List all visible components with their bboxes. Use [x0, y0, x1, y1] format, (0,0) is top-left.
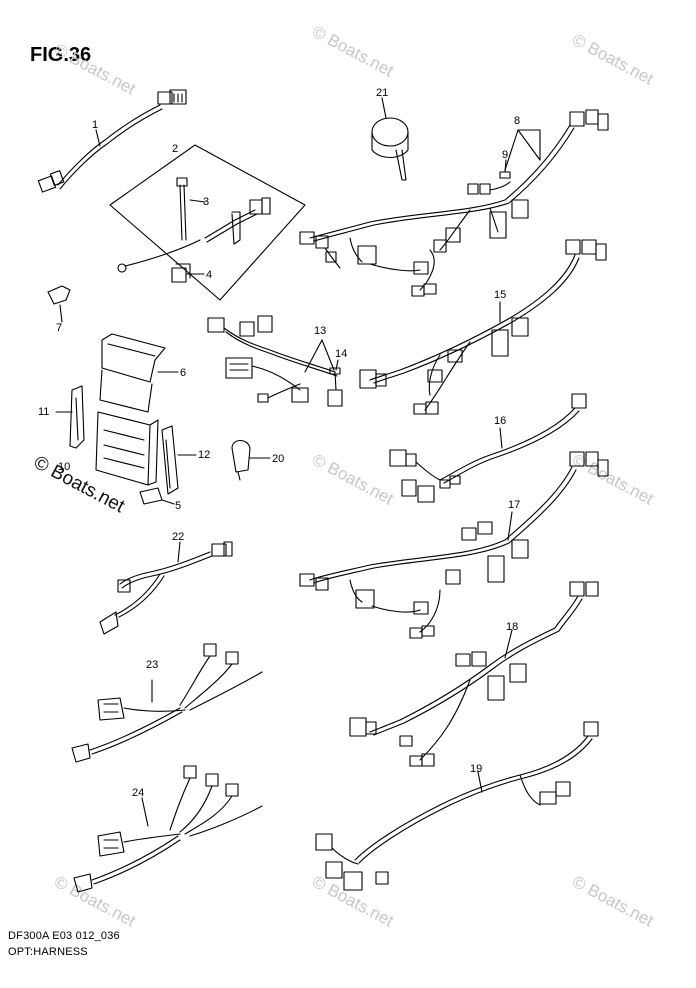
ecu-set [55, 333, 197, 505]
part-17-harness [299, 451, 609, 639]
callout-20: 20 [272, 453, 284, 465]
part-1-harness [37, 89, 187, 193]
part-2-kit [109, 144, 306, 301]
callout-23: 23 [146, 659, 158, 671]
part-15-harness [359, 239, 607, 415]
part-24-harness [73, 765, 263, 893]
part-21-sensor [371, 97, 409, 181]
callout-17: 17 [508, 499, 520, 511]
callout-13: 13 [314, 325, 326, 337]
callout-24: 24 [132, 787, 144, 799]
part-8-harness [299, 109, 609, 297]
callout-9: 9 [502, 149, 508, 161]
callout-14: 14 [335, 348, 347, 360]
part-7-connector [47, 285, 71, 323]
callout-15: 15 [494, 289, 506, 301]
callout-4: 4 [206, 269, 212, 281]
figure-code: DF300A E03 012_036 [8, 930, 120, 942]
callout-10: 10 [58, 461, 70, 473]
callout-6: 6 [180, 367, 186, 379]
callout-1: 1 [92, 119, 98, 131]
part-18-harness [349, 581, 599, 767]
callout-8: 8 [514, 115, 520, 127]
part-13-harness [207, 315, 343, 407]
callout-16: 16 [494, 415, 506, 427]
callout-3: 3 [203, 196, 209, 208]
part-16-harness [389, 393, 587, 503]
callout-18: 18 [506, 621, 518, 633]
callout-2: 2 [172, 143, 178, 155]
callout-21: 21 [376, 87, 388, 99]
figure-caption: OPT:HARNESS [8, 946, 88, 958]
callout-11: 11 [38, 406, 49, 418]
callout-19: 19 [470, 763, 482, 775]
callout-12: 12 [198, 449, 210, 461]
part-20-cap [231, 439, 271, 481]
callout-labels: 1 2 3 4 5 6 7 8 9 10 11 12 13 14 15 16 1… [38, 87, 520, 799]
part-19-harness [315, 721, 599, 891]
callout-22: 22 [172, 531, 184, 543]
callout-7: 7 [56, 322, 62, 334]
figure-title: FIG.36 [30, 44, 92, 66]
part-23-harness [71, 643, 263, 763]
part-22-harness [99, 541, 233, 635]
callout-5: 5 [175, 500, 181, 512]
